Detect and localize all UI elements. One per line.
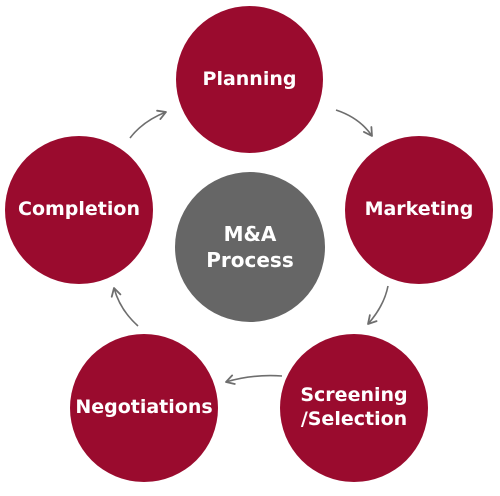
stage-screening-label: Screening /Selection [300,384,407,432]
arrow-planning-to-marketing [335,109,373,137]
stage-screening-line2: /Selection [300,408,408,430]
arrow-marketing-to-screening [367,285,389,325]
center-label-line2: Process [206,248,294,272]
stage-marketing-label: Marketing [364,198,474,221]
stage-screening-selection: Screening /Selection [280,334,428,482]
stage-planning-label: Planning [202,67,297,90]
stage-completion: Completion [5,136,153,284]
stage-screening-line1: Screening [300,384,408,407]
stage-completion-label: Completion [18,198,140,221]
arrow-completion-to-planning [129,109,167,139]
arrow-negotiations-to-completion [110,287,139,327]
stage-negotiations: Negotiations [70,334,218,482]
stage-marketing: Marketing [345,136,493,284]
stage-planning: Planning [176,6,323,153]
stage-negotiations-label: Negotiations [75,396,213,419]
center-label-line1: M&A [223,222,277,246]
center-ma-process: M&A Process [175,172,325,322]
center-label: M&A Process [206,221,294,273]
arrow-screening-to-negotiations [225,374,283,385]
